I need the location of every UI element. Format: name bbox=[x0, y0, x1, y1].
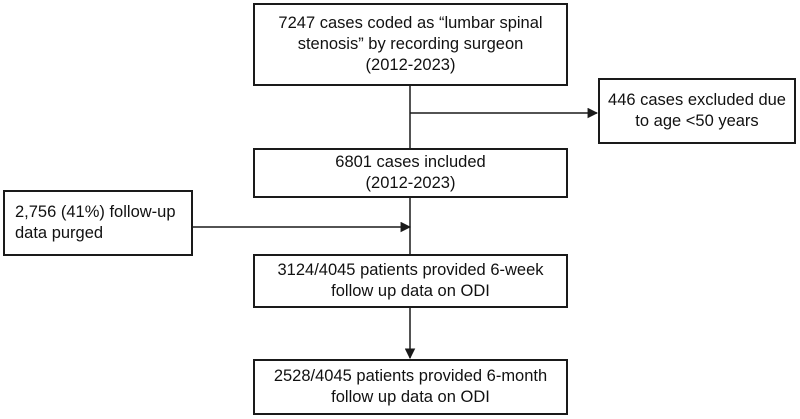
purged-data-line-2: data purged bbox=[15, 224, 104, 242]
six-month-followup-line-2: follow up data on ODI bbox=[331, 388, 490, 406]
six-week-followup-line-1: 3124/4045 patients provided 6-week bbox=[277, 261, 544, 279]
purged-data-line-1: 2,756 (41%) follow-up bbox=[15, 203, 176, 221]
initial-cases-line-3: (2012-2023) bbox=[365, 56, 456, 74]
included-cases-line-1: 6801 cases included bbox=[335, 153, 486, 171]
initial-cases-line-2: stenosis” by recording surgeon bbox=[297, 35, 524, 53]
six-week-followup-box: 3124/4045 patients provided 6-week follo… bbox=[253, 254, 568, 308]
six-week-followup-line-2: follow up data on ODI bbox=[331, 282, 490, 300]
excluded-cases-box: 446 cases excluded due to age <50 years bbox=[598, 78, 796, 144]
initial-cases-line-1: 7247 cases coded as “lumbar spinal bbox=[278, 14, 543, 32]
six-month-followup-line-1: 2528/4045 patients provided 6-month bbox=[273, 367, 548, 385]
included-cases-box: 6801 cases included (2012-2023) bbox=[253, 148, 568, 198]
purged-data-box: 2,756 (41%) follow-up data purged bbox=[3, 190, 193, 256]
initial-cases-box: 7247 cases coded as “lumbar spinal steno… bbox=[253, 3, 568, 86]
excluded-cases-line-2: to age <50 years bbox=[635, 112, 759, 130]
six-month-followup-box: 2528/4045 patients provided 6-month foll… bbox=[253, 359, 568, 415]
included-cases-line-2: (2012-2023) bbox=[365, 174, 456, 192]
excluded-cases-line-1: 446 cases excluded due bbox=[608, 91, 786, 109]
